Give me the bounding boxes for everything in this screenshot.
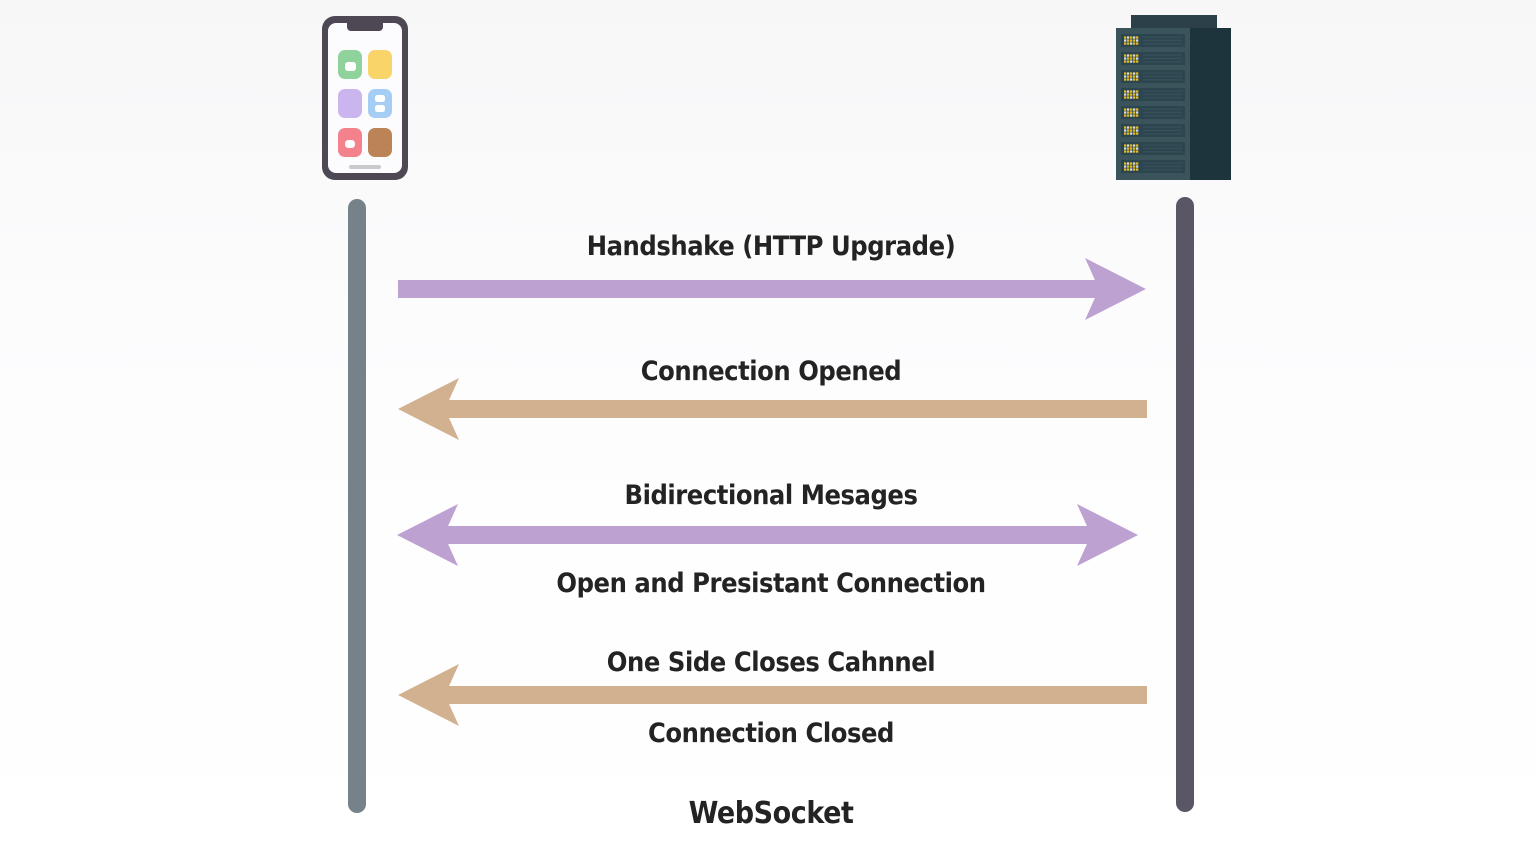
message-label-close-channel: One Side Closes Cahnnel — [606, 647, 936, 678]
app-tile-brown — [368, 128, 392, 157]
client-lifeline — [348, 199, 366, 813]
server-front-panel — [1116, 28, 1190, 180]
message-sublabel-persistent-connection: Open and Presistant Connection — [556, 568, 986, 599]
message-sublabel-connection-closed: Connection Closed — [648, 718, 894, 749]
smartphone-icon — [322, 16, 408, 180]
app-tile-blue — [368, 89, 392, 118]
message-label-handshake: Handshake (HTTP Upgrade) — [586, 231, 956, 262]
app-tile-yellow — [368, 50, 392, 79]
arrow-handshake-right — [398, 258, 1146, 320]
phone-notch — [347, 23, 383, 31]
message-label-connection-opened: Connection Opened — [640, 356, 902, 387]
arrow-connection-opened-left — [398, 378, 1147, 440]
server-top-bar — [1131, 15, 1217, 31]
server-lifeline — [1176, 197, 1194, 812]
server-rack-icon — [1116, 15, 1231, 180]
phone-home-indicator — [349, 165, 381, 169]
diagram-title: WebSocket — [688, 796, 854, 831]
message-label-bidirectional: Bidirectional Mesages — [624, 480, 918, 511]
app-tile-lavender — [338, 89, 362, 118]
arrow-connection-closed-left — [398, 664, 1147, 726]
arrow-bidirectional — [397, 504, 1138, 566]
server-side-panel — [1190, 28, 1231, 180]
